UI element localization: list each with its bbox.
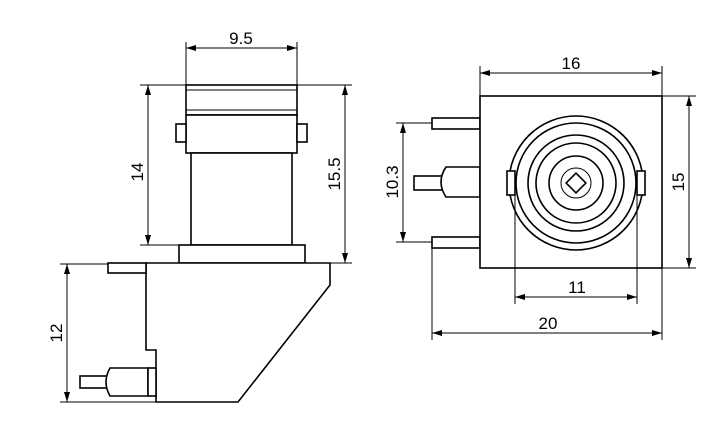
front-view-pin-spacing-label: 10.3	[383, 165, 402, 198]
front-view-top-width-dimension: 16	[479, 54, 663, 96]
side-view-overall-height-dimension: 15.5	[297, 84, 352, 264]
side-view-pin	[79, 367, 157, 397]
side-view: 9.5 14 15.5 12	[47, 29, 352, 403]
side-view-housing	[145, 262, 331, 403]
front-view-overall-height-label: 15	[669, 173, 688, 192]
side-view-flange	[178, 244, 306, 264]
front-view-inner-width-label: 11	[568, 278, 586, 297]
front-view-pin-spacing-dimension: 10.3	[383, 122, 432, 243]
front-view: 16 10.3 15 11	[383, 54, 696, 340]
front-view-top-width-label: 16	[562, 54, 581, 73]
side-view-body-height-dimension: 14	[128, 84, 186, 246]
front-view-center-pin	[564, 171, 588, 195]
front-view-inner-width-dimension: 11	[514, 195, 638, 304]
front-view-overall-width-dimension: 20	[431, 248, 663, 340]
side-view-base-height-dimension: 12	[47, 263, 156, 403]
front-view-pins	[413, 117, 481, 249]
front-view-jack	[506, 115, 646, 251]
side-view-body-height-label: 14	[128, 163, 147, 182]
front-view-overall-width-label: 20	[539, 314, 558, 333]
side-view-overall-height-label: 15.5	[325, 157, 344, 190]
side-view-top-width-label: 9.5	[229, 29, 253, 48]
side-view-barrel	[175, 84, 308, 246]
side-view-base-height-label: 12	[47, 324, 66, 343]
front-view-overall-height-dimension: 15	[662, 95, 696, 269]
side-view-top-tab	[107, 262, 147, 274]
side-view-top-width-dimension: 9.5	[185, 29, 298, 85]
